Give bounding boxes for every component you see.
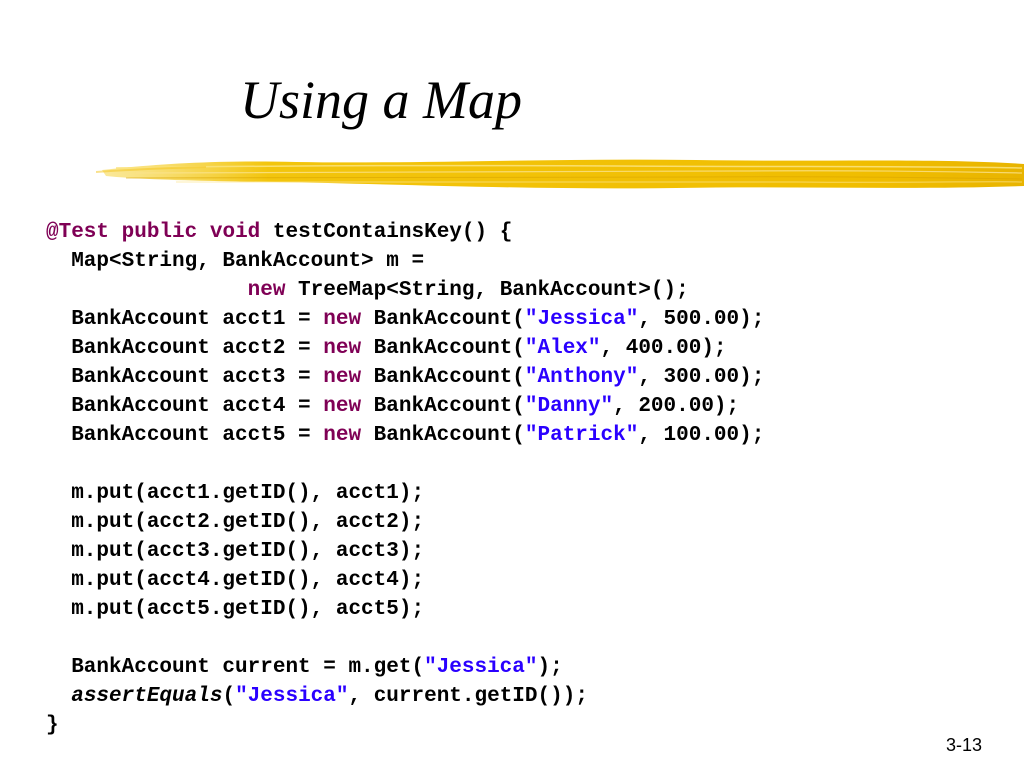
annotation-token: @Test <box>46 221 110 244</box>
code-line: m.put(acct5.getID(), acct5); <box>46 595 764 624</box>
code-line: m.put(acct2.getID(), acct2); <box>46 508 764 537</box>
code-text <box>109 221 122 244</box>
keyword-token: new <box>323 395 362 418</box>
code-text <box>197 221 210 244</box>
code-text: BankAccount acct5 = <box>46 424 324 447</box>
keyword-token: void <box>209 221 261 244</box>
code-text: BankAccount acct2 = <box>46 337 324 360</box>
code-text: BankAccount( <box>361 366 525 389</box>
code-text: BankAccount acct1 = <box>46 308 324 331</box>
keyword-token: new <box>323 308 362 331</box>
code-text: m.put(acct5.getID(), acct5); <box>46 598 425 621</box>
code-text: BankAccount current = m.get( <box>46 656 425 679</box>
code-text: Map<String, BankAccount> m = <box>46 250 425 273</box>
string-literal: "Anthony" <box>524 366 639 389</box>
code-text: m.put(acct3.getID(), acct3); <box>46 540 425 563</box>
string-literal: "Jessica" <box>235 685 349 708</box>
code-block: @Test public void testContainsKey() { Ma… <box>46 218 764 740</box>
code-text: , 300.00); <box>638 366 765 389</box>
code-text: BankAccount( <box>361 308 525 331</box>
code-text: BankAccount( <box>361 395 525 418</box>
code-text <box>46 685 71 708</box>
string-literal: "Alex" <box>524 337 601 360</box>
keyword-token: new <box>323 424 362 447</box>
code-text <box>46 279 248 302</box>
code-text: BankAccount acct3 = <box>46 366 324 389</box>
code-line: @Test public void testContainsKey() { <box>46 218 764 247</box>
code-text: m.put(acct2.getID(), acct2); <box>46 511 425 534</box>
code-line: BankAccount acct3 = new BankAccount("Ant… <box>46 363 764 392</box>
keyword-token: public <box>121 221 198 244</box>
slide-number: 3-13 <box>945 735 982 755</box>
keyword-token: new <box>247 279 286 302</box>
code-line: BankAccount acct4 = new BankAccount("Dan… <box>46 392 764 421</box>
string-literal: "Jessica" <box>424 656 538 679</box>
code-text: m.put(acct4.getID(), acct4); <box>46 569 425 592</box>
code-text: , 100.00); <box>638 424 765 447</box>
keyword-token: new <box>323 337 362 360</box>
code-line <box>46 450 764 479</box>
code-line: BankAccount current = m.get("Jessica"); <box>46 653 764 682</box>
method-name: assertEquals <box>71 685 223 708</box>
code-text: TreeMap<String, BankAccount>(); <box>285 279 689 302</box>
code-text: BankAccount acct4 = <box>46 395 324 418</box>
code-line: } <box>46 711 764 740</box>
code-text: BankAccount( <box>361 424 525 447</box>
code-text: , 500.00); <box>638 308 765 331</box>
code-text: ( <box>222 685 236 708</box>
code-line: BankAccount acct2 = new BankAccount("Ale… <box>46 334 764 363</box>
code-text: , 400.00); <box>600 337 727 360</box>
code-line: m.put(acct4.getID(), acct4); <box>46 566 764 595</box>
string-literal: "Jessica" <box>524 308 639 331</box>
slide-title: Using a Map <box>240 70 522 130</box>
code-line: m.put(acct1.getID(), acct1); <box>46 479 764 508</box>
code-text: , current.getID()); <box>348 685 588 708</box>
code-text: BankAccount( <box>361 337 525 360</box>
keyword-token: new <box>323 366 362 389</box>
string-literal: "Patrick" <box>524 424 639 447</box>
code-line: Map<String, BankAccount> m = <box>46 247 764 276</box>
code-text: ); <box>537 656 563 679</box>
code-line: new TreeMap<String, BankAccount>(); <box>46 276 764 305</box>
code-text: , 200.00); <box>613 395 740 418</box>
title-underline-brush-stroke <box>96 159 1024 189</box>
code-text: m.put(acct1.getID(), acct1); <box>46 482 425 505</box>
code-text: } <box>46 714 59 737</box>
code-text: testContainsKey() { <box>260 221 513 244</box>
string-literal: "Danny" <box>524 395 614 418</box>
code-line: BankAccount acct5 = new BankAccount("Pat… <box>46 421 764 450</box>
code-line: assertEquals("Jessica", current.getID())… <box>46 682 764 711</box>
code-line: m.put(acct3.getID(), acct3); <box>46 537 764 566</box>
code-line: BankAccount acct1 = new BankAccount("Jes… <box>46 305 764 334</box>
code-line <box>46 624 764 653</box>
